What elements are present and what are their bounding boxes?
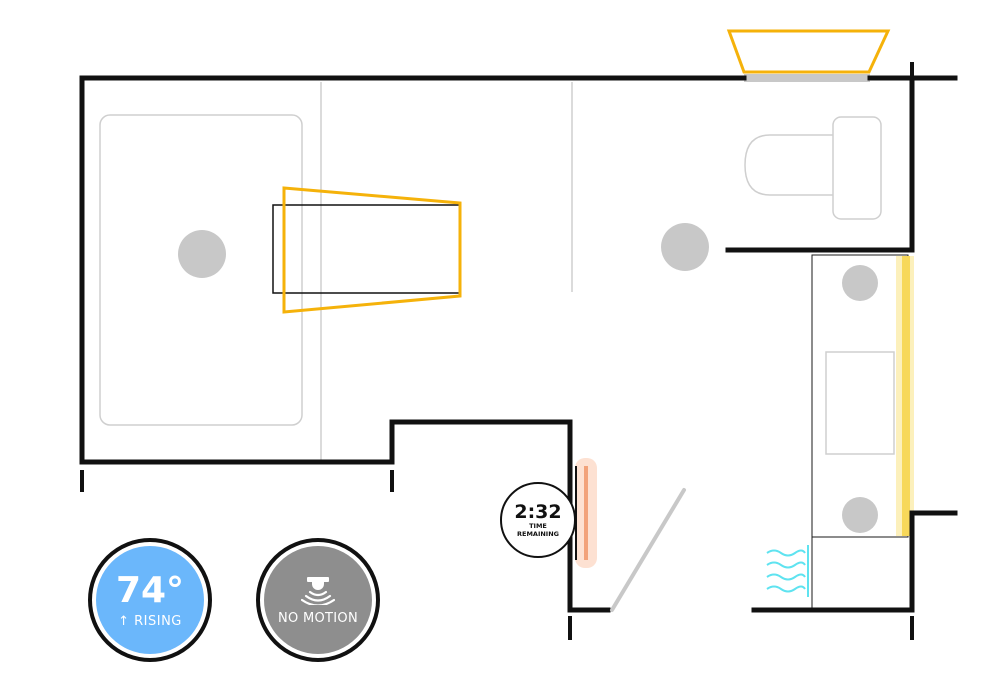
vanity-sink: [825, 351, 895, 455]
light-beam-outline: [282, 186, 462, 314]
temperature-trend: ↑ RISING: [118, 613, 182, 629]
motion-badge[interactable]: NO MOTION: [256, 538, 380, 662]
ceiling-light-left[interactable]: [178, 230, 226, 278]
window: [744, 74, 870, 82]
temperature-badge[interactable]: 74° ↑ RISING: [88, 538, 212, 662]
ceiling-light-vanity-top[interactable]: [842, 265, 878, 301]
fixture-rect: [272, 204, 461, 294]
door[interactable]: [610, 488, 686, 612]
temperature-value: 74°: [115, 569, 185, 611]
temperature-badge-fill: [96, 546, 204, 654]
toilet: [744, 116, 882, 220]
ceiling-light-center[interactable]: [661, 223, 709, 271]
wall-stubs: [80, 62, 914, 640]
timer-label: TIME REMAINING: [517, 522, 559, 538]
timer-value: 2:32: [514, 501, 562, 523]
strip-light[interactable]: [902, 256, 910, 536]
vent-icon[interactable]: [766, 545, 809, 597]
window-light-outline: [726, 29, 891, 74]
motion-sensor-icon: [300, 576, 335, 605]
motion-status: NO MOTION: [278, 610, 358, 626]
bathtub: [99, 114, 303, 426]
walls: [79, 75, 958, 613]
ceiling-light-vanity-bottom[interactable]: [842, 497, 878, 533]
timer-badge[interactable]: 2:32 TIME REMAINING: [500, 482, 576, 558]
